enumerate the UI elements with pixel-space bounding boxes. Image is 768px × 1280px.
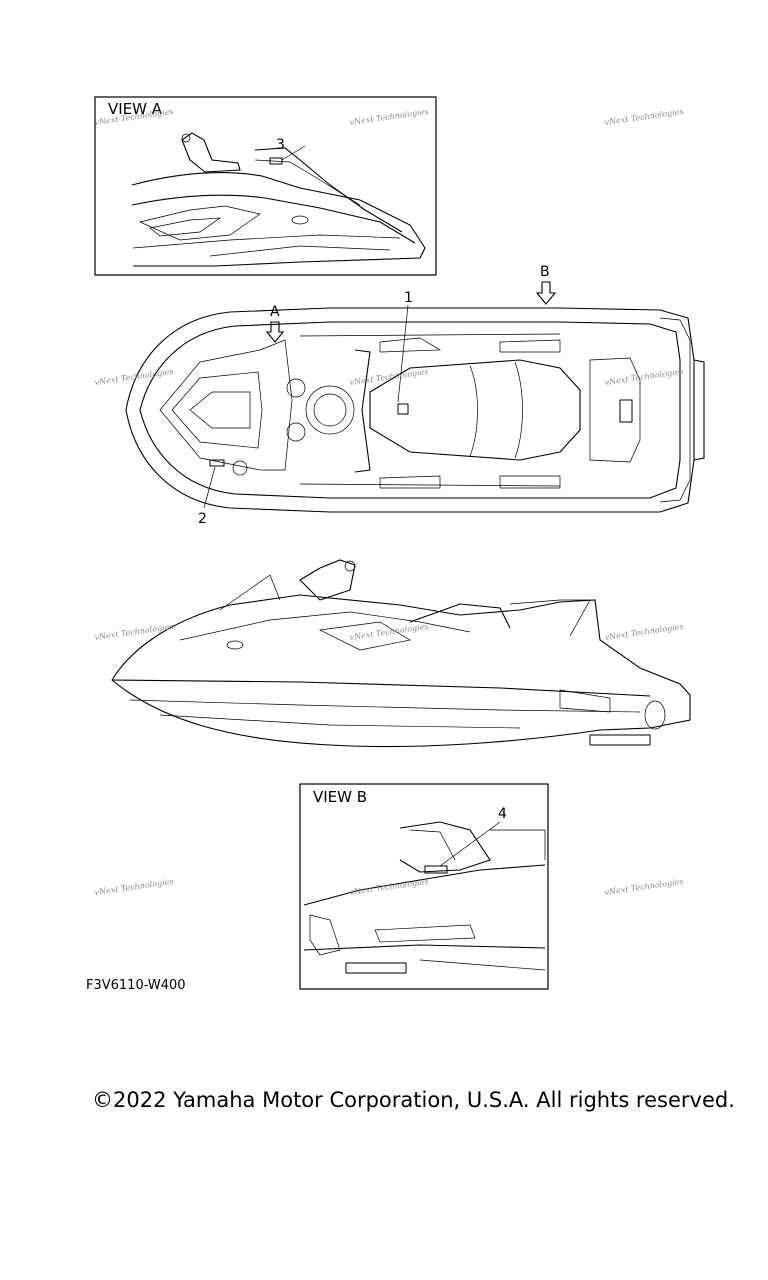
svg-text:vNext Technologies: vNext Technologies xyxy=(349,622,429,642)
svg-text:vNext Technologies: vNext Technologies xyxy=(349,877,429,897)
view-b-title: VIEW B xyxy=(313,788,367,806)
svg-text:vNext Technologies: vNext Technologies xyxy=(349,367,429,387)
watermarks: vNext Technologies vNext Technologies vN… xyxy=(94,107,684,897)
callout-4: 4 xyxy=(498,806,507,822)
svg-text:vNext Technologies: vNext Technologies xyxy=(604,367,684,387)
view-a-title: VIEW A xyxy=(108,100,163,118)
view-a-inset: VIEW A 3 xyxy=(94,96,437,276)
view-marker-a: A xyxy=(270,304,280,320)
view-marker-b: B xyxy=(540,264,550,280)
callout-1: 1 xyxy=(404,290,413,306)
side-view xyxy=(111,559,691,748)
svg-text:vNext Technologies: vNext Technologies xyxy=(604,622,684,642)
svg-text:vNext Technologies: vNext Technologies xyxy=(94,367,174,387)
view-b-inset: VIEW B 4 xyxy=(299,783,549,990)
copyright-notice: ©2022 Yamaha Motor Corporation, U.S.A. A… xyxy=(92,1088,735,1112)
callout-3: 3 xyxy=(276,137,285,153)
svg-text:vNext Technologies: vNext Technologies xyxy=(349,107,429,127)
svg-text:vNext Technologies: vNext Technologies xyxy=(94,877,174,897)
callout-2: 2 xyxy=(198,511,207,527)
part-code: F3V6110-W400 xyxy=(86,978,186,993)
svg-text:vNext Technologies: vNext Technologies xyxy=(604,877,684,897)
svg-text:vNext Technologies: vNext Technologies xyxy=(604,107,684,127)
svg-text:vNext Technologies: vNext Technologies xyxy=(94,622,174,642)
top-view: A B 1 xyxy=(125,264,705,527)
